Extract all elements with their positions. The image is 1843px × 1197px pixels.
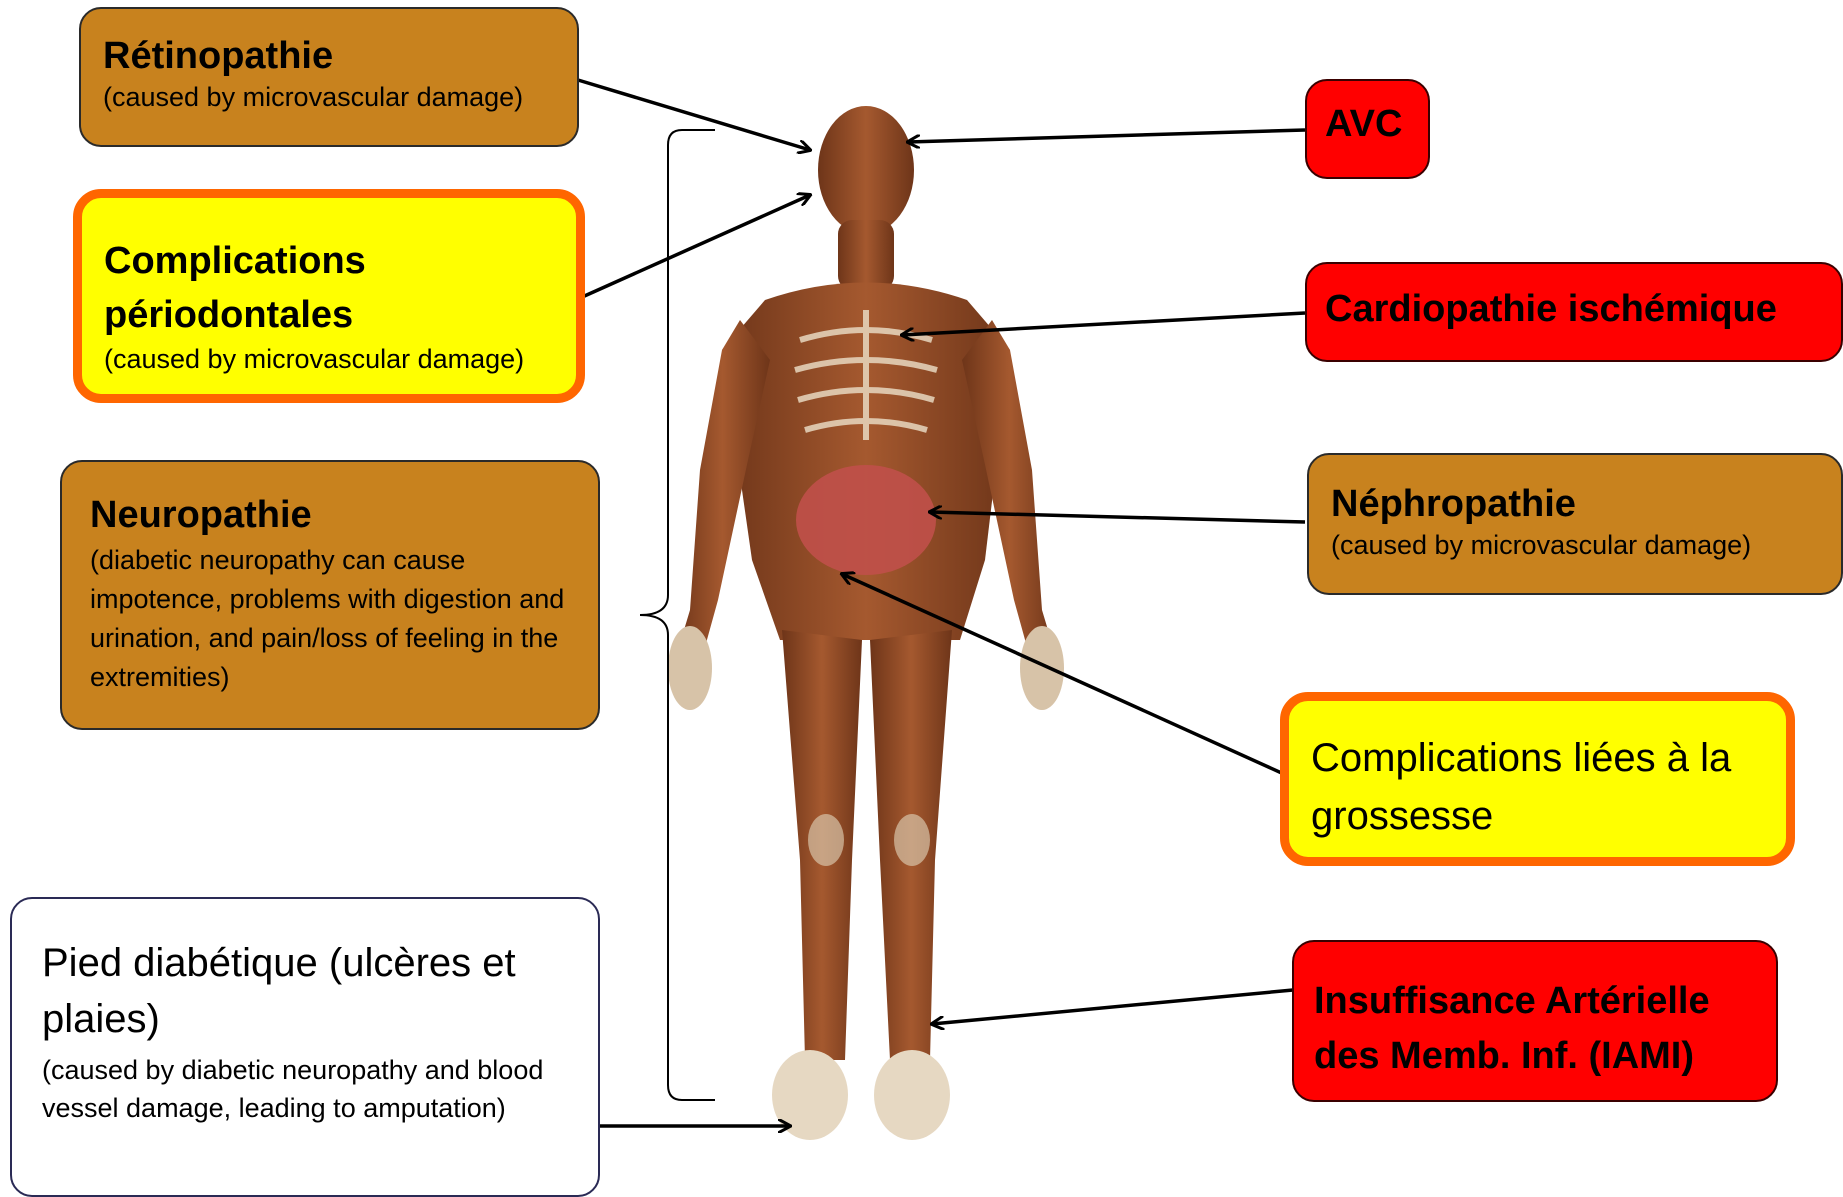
cardio-title: Cardiopathie ischémique	[1325, 288, 1823, 331]
periodontal-box: Complications périodontales (caused by m…	[73, 189, 585, 403]
pied-subtitle: (caused by diabetic neuropathy and blood…	[42, 1051, 568, 1128]
grossesse-box: Complications liées à la grossesse	[1280, 692, 1795, 866]
figure-neck	[838, 220, 894, 290]
arrow-periodontal	[580, 195, 810, 298]
pied-title: Pied diabétique (ulcères et plaies)	[42, 935, 568, 1047]
figure-right-foot	[874, 1050, 950, 1140]
figure-right-hand	[1020, 626, 1064, 710]
nephro-subtitle: (caused by microvascular damage)	[1331, 526, 1819, 564]
cardio-box: Cardiopathie ischémique	[1305, 262, 1843, 362]
avc-title: AVC	[1325, 103, 1410, 146]
avc-box: AVC	[1305, 79, 1430, 179]
figure-head	[818, 106, 914, 234]
nephro-title: Néphropathie	[1331, 483, 1819, 526]
arrow-avc	[908, 130, 1305, 142]
periodontal-subtitle: (caused by microvascular damage)	[104, 340, 554, 378]
retinopathie-subtitle: (caused by microvascular damage)	[103, 78, 555, 116]
periodontal-title-line1: Complications	[104, 232, 554, 291]
neuropathie-subtitle: (diabetic neuropathy can cause impotence…	[90, 541, 570, 698]
arrow-retinopathie	[578, 80, 810, 150]
nephro-box: Néphropathie (caused by microvascular da…	[1307, 453, 1843, 595]
retinopathie-title: Rétinopathie	[103, 35, 555, 78]
pied-box: Pied diabétique (ulcères et plaies) (cau…	[10, 897, 600, 1197]
neuropathie-title: Neuropathie	[90, 494, 570, 537]
human-anatomy-figure	[668, 106, 1064, 1140]
figure-left-hand	[668, 626, 712, 710]
grossesse-title: Complications liées à la grossesse	[1311, 729, 1764, 845]
iami-title-line1: Insuffisance Artérielle	[1314, 972, 1756, 1031]
iami-box: Insuffisance Artérielle des Memb. Inf. (…	[1292, 940, 1778, 1102]
periodontal-title-line2: périodontales	[104, 291, 554, 340]
neuropathie-box: Neuropathie (diabetic neuropathy can cau…	[60, 460, 600, 730]
arrow-iami	[932, 990, 1293, 1024]
retinopathie-box: Rétinopathie (caused by microvascular da…	[79, 7, 579, 147]
iami-title-line2: des Memb. Inf. (IAMI)	[1314, 1031, 1756, 1082]
intestines-icon	[796, 465, 936, 575]
